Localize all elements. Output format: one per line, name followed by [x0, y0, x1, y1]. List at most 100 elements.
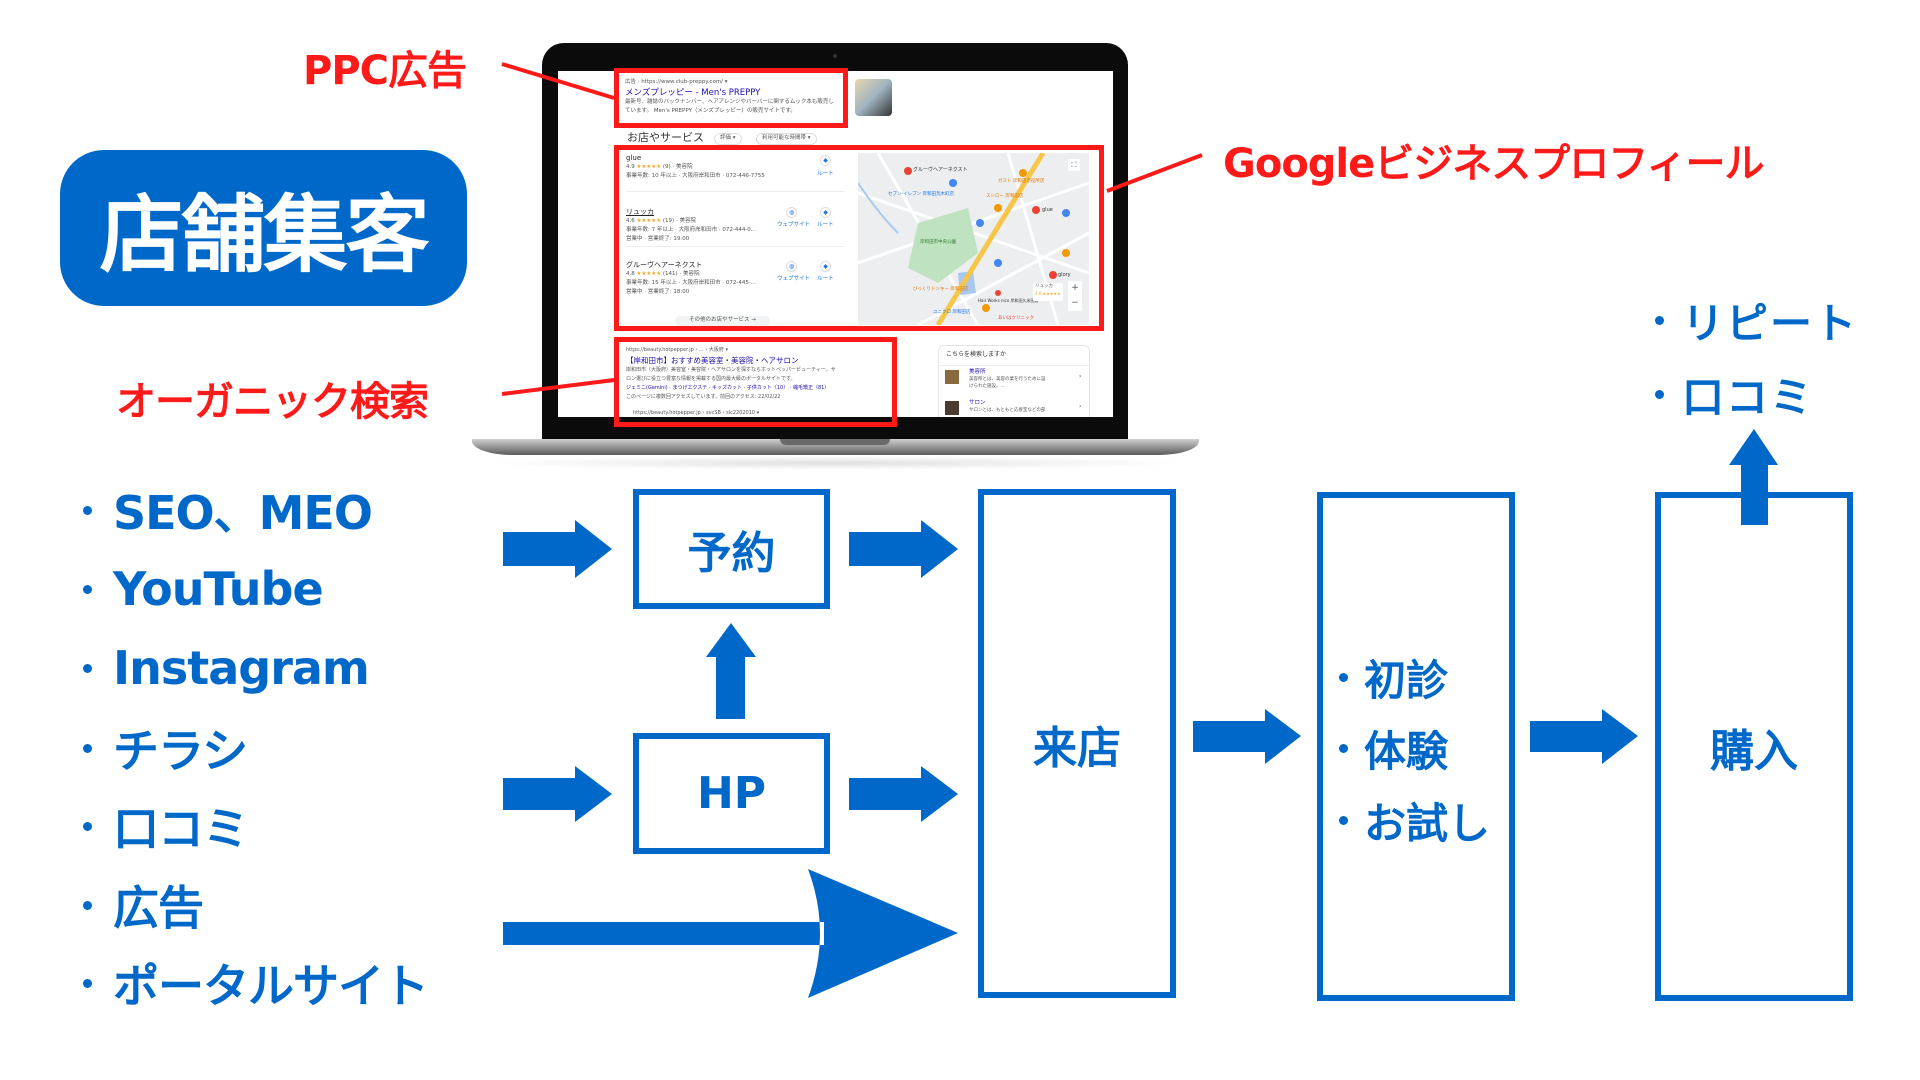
map-label: glue — [1042, 207, 1053, 213]
listing-rating: 4.8 ★★★★★ (141) · 美容院 — [626, 271, 700, 278]
route-icon[interactable]: ◆ — [820, 261, 831, 272]
purchase-box: 購入 — [1655, 492, 1853, 1001]
main-road — [935, 153, 1046, 325]
trial-box: 初診 体験 お試し — [1317, 492, 1515, 1001]
route-icon[interactable]: ◆ — [820, 207, 831, 218]
trial-item: 体験 — [1364, 727, 1449, 776]
after-label: リピート — [1682, 299, 1859, 348]
website-icon[interactable]: ◍ — [786, 207, 797, 218]
bullet-icon — [1655, 316, 1664, 325]
listing-meta: (19) · 美容院 — [662, 218, 696, 224]
map-card-rating: 4.6 ★★★★★ — [1035, 290, 1061, 296]
map-label: 岸和田市中央公園 — [920, 240, 956, 245]
camera-icon — [833, 54, 837, 58]
related-thumbnail — [945, 401, 959, 415]
map-graphic — [858, 153, 1089, 325]
listing-rating: 4.6 ★★★★★ (19) · 美容院 — [626, 218, 696, 225]
channel-item: YouTube — [83, 562, 324, 616]
more-places-button[interactable]: その他のお店やサービス → — [675, 316, 770, 326]
route-icon[interactable]: ◆ — [820, 155, 831, 166]
related-desc: けられた施設。... — [969, 384, 1005, 389]
channel-item: ポータルサイト — [83, 958, 429, 1013]
map-label: Hair Works nico 岸和田久米田店 — [978, 298, 1039, 303]
star-icons: ★★★★★ — [636, 271, 662, 277]
ad-title-link[interactable]: メンズプレッピー - Men's PREPPY — [625, 88, 761, 98]
related-title[interactable]: サロン — [969, 400, 986, 406]
park-area — [908, 208, 978, 283]
arrow-right-icon — [503, 766, 612, 822]
listing-detail: 事業年数: 15 年以上 · 大阪府岸和田市 · 072-445-... — [626, 280, 757, 286]
bullet-icon — [1655, 390, 1664, 399]
fullscreen-icon[interactable]: ⛶ — [1068, 159, 1080, 171]
arrow-right-icon — [503, 520, 612, 578]
ad-thumbnail[interactable] — [855, 79, 892, 116]
listing-name[interactable]: glue — [626, 154, 642, 162]
map-place-card[interactable]: リュッカ 4.6 ★★★★★ — [1033, 283, 1063, 301]
website-icon[interactable]: ◍ — [786, 261, 797, 272]
organic-url: https://beauty.hotpepper.jp › ... › 大阪府 … — [626, 347, 729, 353]
map-zoom-control[interactable]: + − — [1068, 281, 1082, 311]
visit-box: 来店 — [978, 489, 1176, 998]
channel-item: 広告 — [83, 880, 204, 935]
map-label: glory — [1058, 272, 1071, 278]
listing-detail: 事業年数: 10 年以上 · 大阪府岸和田市 · 072-446-7755 — [626, 173, 765, 179]
organic-desc: 岸和田市（大阪府）美容室・美容院・ヘアサロンを探すならホットペッパービューティー… — [626, 367, 836, 373]
divider — [626, 246, 844, 247]
organic-callout-label: オーガニック検索 — [116, 379, 429, 425]
map-label: びっくりドンキー 岸和田店 — [913, 287, 969, 292]
filter-rating[interactable]: 評価 ▾ — [714, 133, 742, 145]
arrow-right-icon — [1193, 709, 1301, 764]
listing-hours: 営業中 · 営業終了: 18:00 — [626, 289, 690, 295]
bullet-icon — [83, 978, 92, 988]
map-label: セブン-イレブン 岸和田荒木町店 — [888, 192, 955, 197]
trial-item: お試し — [1364, 799, 1491, 848]
bullet-icon — [83, 505, 92, 515]
website-button[interactable]: ウェブサイト — [777, 222, 811, 228]
bullet-icon — [83, 821, 92, 831]
chevron-right-icon: › — [1079, 373, 1082, 380]
channel-label: SEO、MEO — [113, 486, 373, 540]
page-title: 店舗集客 — [99, 185, 429, 284]
big-arrow-right-icon — [503, 869, 958, 998]
bullet-icon — [1339, 744, 1348, 753]
title-badge: 店舗集客 — [60, 150, 467, 306]
bullet-icon — [83, 663, 92, 673]
map-label: ユニクロ 岸和田店 — [933, 310, 971, 315]
map-label: ガスト 岸和田市役所店 — [998, 179, 1045, 184]
rating-value: 4.9 — [626, 164, 635, 170]
channel-label: Instagram — [113, 641, 370, 695]
ppc-callout-label: PPC広告 — [303, 48, 467, 94]
related-desc: 美容所とは、美容の業を行うために設 — [969, 377, 1046, 382]
organic-highlight-box — [614, 337, 897, 427]
route-button[interactable]: ルート — [817, 171, 834, 177]
listing-meta: (9) · 美容院 — [662, 164, 693, 170]
visit-label: 来店 — [1033, 722, 1121, 774]
purchase-label: 購入 — [1710, 725, 1798, 777]
listing-name[interactable]: グルーヴヘアーネクスト — [626, 261, 703, 269]
website-button[interactable]: ウェブサイト — [777, 276, 811, 282]
related-search-panel: こちらを検索しますか 美容所 美容所とは、美容の業を行うために設 けられた施設。… — [938, 345, 1090, 417]
listing-name[interactable]: リュッカ — [626, 208, 654, 216]
ppc-highlight-box — [614, 68, 848, 128]
laptop-shadow — [480, 456, 1190, 470]
zoom-in-button[interactable]: + — [1071, 283, 1079, 293]
route-button[interactable]: ルート — [817, 276, 834, 282]
organic-title-link[interactable]: 【岸和田市】おすすめ美容室・美容院・ヘアサロン — [626, 356, 799, 365]
search-results-screen: 広告 · https://www.club-preppy.com/ ▾ メンズプ… — [558, 71, 1113, 417]
arrow-right-icon — [849, 766, 958, 822]
related-title[interactable]: 美容所 — [969, 369, 986, 375]
listing-meta: (141) · 美容院 — [662, 271, 700, 277]
organic-visited: このページに複数回アクセスしています。前回のアクセス: 22/02/22 — [626, 394, 781, 400]
zoom-out-button[interactable]: − — [1071, 298, 1079, 308]
trial-item: 初診 — [1364, 656, 1449, 705]
map-card-name: リュッカ — [1035, 284, 1053, 289]
organic-sitelinks[interactable]: ジェミニ(Gemini) · まつげエクステ · キッズカット · 子供カット（… — [626, 385, 830, 391]
listing-hours: 営業中 · 営業終了: 19:00 — [626, 236, 690, 242]
bullet-icon — [1339, 673, 1348, 682]
map[interactable]: グルーヴヘアーネクスト glue glory セブン-イレブン 岸和田荒木町店 … — [858, 153, 1089, 325]
route-button[interactable]: ルート — [817, 222, 834, 228]
listing-detail: 事業年数: 7 年以上 · 大阪府岸和田市 · 072-444-0... — [626, 227, 757, 233]
local-heading: お店やサービス — [627, 131, 704, 144]
filter-hours[interactable]: 利用可能な時間帯 ▾ — [756, 133, 817, 145]
reserve-box: 予約 — [633, 489, 830, 609]
